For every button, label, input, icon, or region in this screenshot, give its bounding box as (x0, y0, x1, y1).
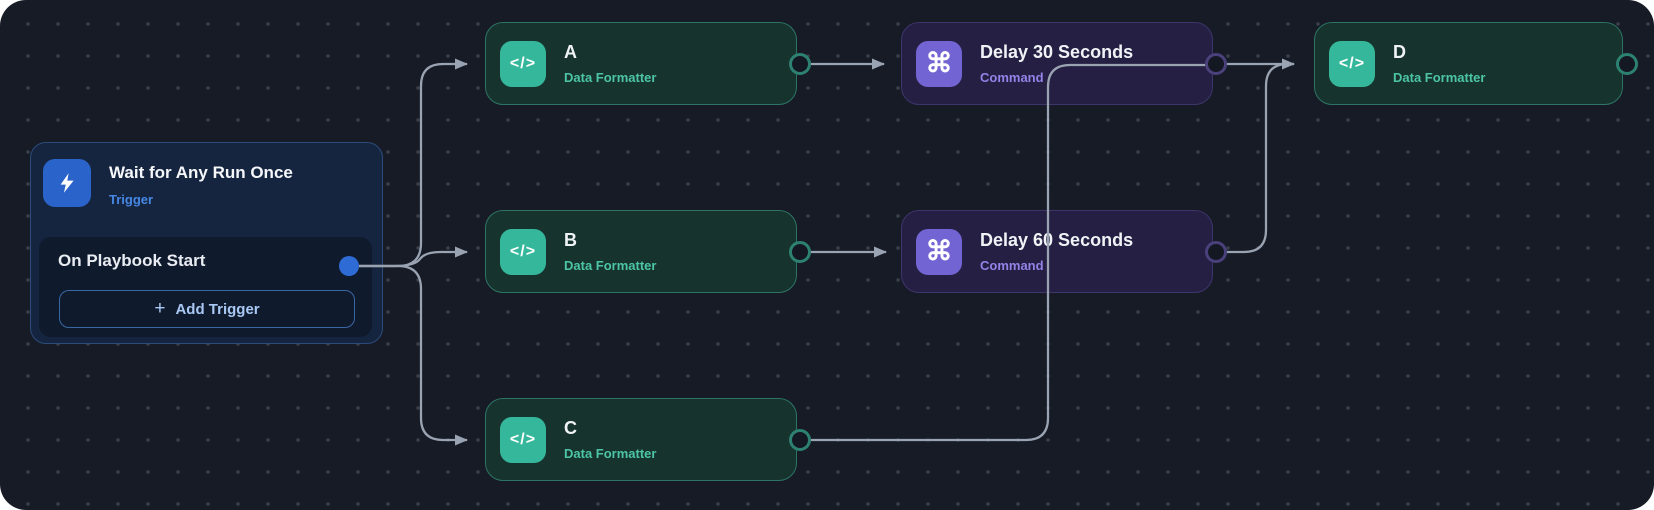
trigger-type-label: Trigger (109, 192, 154, 207)
trigger-node[interactable]: Wait for Any Run Once Trigger On Playboo… (30, 142, 383, 344)
node-type-label: Data Formatter (564, 70, 657, 85)
trigger-title: Wait for Any Run Once (109, 163, 293, 182)
node-delay-30-seconds[interactable]: ⌘ Delay 30 Seconds Command (901, 22, 1213, 105)
node-title: Delay 30 Seconds (980, 42, 1134, 62)
edge-delay-60-to-d (1218, 62, 1294, 254)
code-icon: </> (1329, 40, 1375, 87)
code-icon: </> (500, 40, 546, 87)
node-type-label: Data Formatter (564, 446, 657, 461)
trigger-rows-panel: On Playbook Start + Add Trigger (39, 237, 372, 337)
trigger-row-on-playbook-start[interactable]: On Playbook Start (58, 251, 206, 270)
node-type-label: Command (980, 258, 1044, 273)
node-title: A (564, 42, 577, 62)
node-type-label: Data Formatter (1393, 70, 1486, 85)
node-d[interactable]: </> D Data Formatter (1314, 22, 1623, 105)
node-title: C (564, 418, 577, 438)
node-delay-60-seconds[interactable]: ⌘ Delay 60 Seconds Command (901, 210, 1213, 293)
node-b[interactable]: </> B Data Formatter (485, 210, 797, 293)
node-title: Delay 60 Seconds (980, 230, 1134, 250)
add-trigger-button[interactable]: + Add Trigger (59, 290, 355, 328)
add-trigger-label: Add Trigger (175, 300, 260, 318)
node-title: B (564, 230, 577, 250)
lightning-icon (43, 159, 91, 207)
command-icon: ⌘ (916, 40, 962, 87)
plus-icon: + (154, 298, 166, 319)
node-type-label: Data Formatter (564, 258, 657, 273)
node-title: D (1393, 42, 1406, 62)
code-icon: </> (500, 228, 546, 275)
code-icon: </> (500, 416, 546, 463)
command-icon: ⌘ (916, 228, 962, 275)
node-type-label: Command (980, 70, 1044, 85)
node-c[interactable]: </> C Data Formatter (485, 398, 797, 481)
node-a[interactable]: </> A Data Formatter (485, 22, 797, 105)
